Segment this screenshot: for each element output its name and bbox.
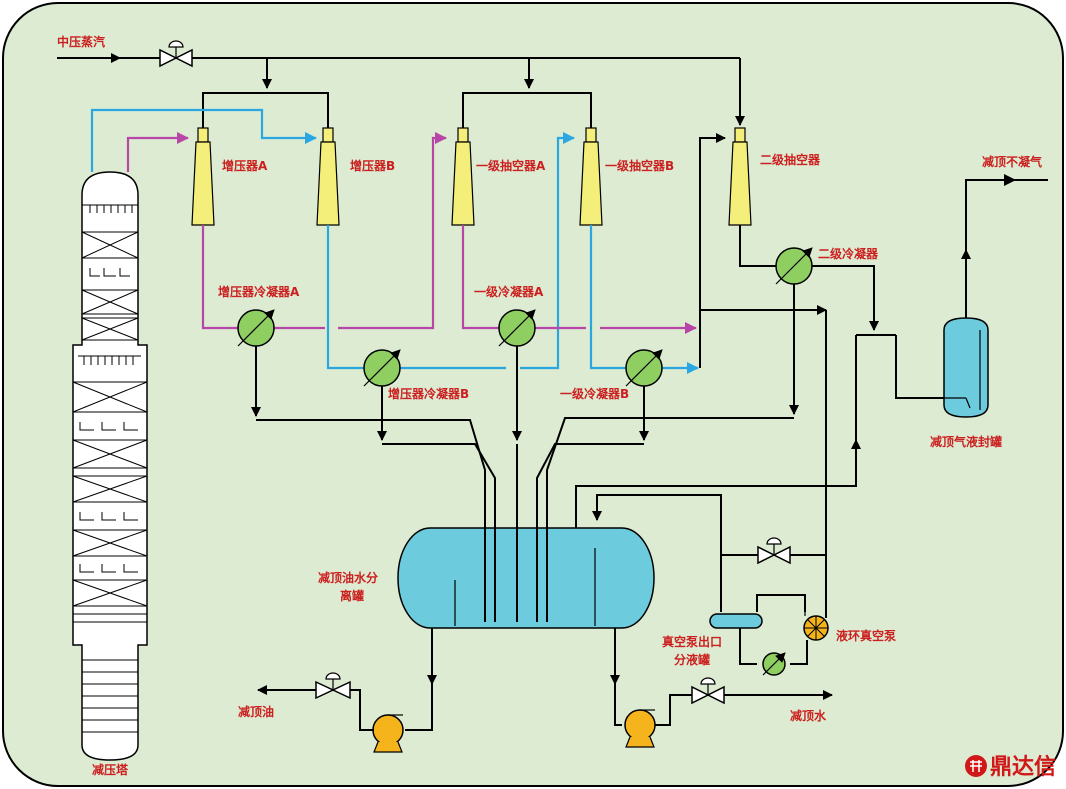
seal-tank-label: 减顶气液封罐 [930, 434, 1002, 449]
booster-b-label: 增压器B [350, 158, 395, 173]
top-oil-label: 减顶油 [238, 704, 274, 719]
ejector2[interactable] [728, 127, 752, 226]
ejector1-a[interactable] [451, 127, 475, 226]
water-pump[interactable] [624, 709, 656, 748]
tower-steam-line [126, 132, 189, 172]
ejector1-a-label: 一级抽空器A [476, 158, 546, 173]
water-valve[interactable] [691, 677, 725, 705]
ejector1-b-outlet [589, 225, 626, 370]
booster-a-label: 增压器A [222, 158, 268, 173]
booster-a-outlet [201, 225, 238, 330]
pump-separator-label-1: 真空泵出口 [662, 634, 722, 649]
booster-condenser-b[interactable] [363, 349, 401, 387]
separator-label-1: 减顶油水分 [318, 570, 378, 585]
condenser2-label: 二级冷凝器 [818, 246, 879, 261]
condenser1-b-label: 一级冷凝器B [560, 386, 629, 401]
liquid-ring-pump-lines [575, 310, 861, 665]
ejector1-b[interactable] [579, 127, 603, 226]
condenser2[interactable] [775, 247, 813, 285]
seal-tank[interactable] [943, 317, 989, 418]
ejector1-a-outlet [461, 225, 499, 330]
offgas-label: 减顶不凝气 [982, 154, 1042, 169]
oil-water-separator[interactable] [397, 527, 655, 629]
steam-label: 中压蒸汽 [57, 34, 105, 49]
condenser1-b[interactable] [625, 349, 663, 387]
condenser1-a[interactable] [498, 309, 536, 347]
top-water-label: 减顶水 [790, 708, 827, 723]
booster-condenser-a-label: 增压器冷凝器A [218, 284, 300, 299]
oil-pump[interactable] [372, 714, 404, 753]
vacuum-tower[interactable] [72, 171, 148, 761]
ejector2-label: 二级抽空器 [760, 152, 821, 167]
tower-vapor-line [90, 108, 317, 172]
ring-pump-label: 液环真空泵 [836, 628, 896, 643]
pump-outlet-separator[interactable] [709, 613, 763, 629]
booster-b-ejector[interactable] [316, 127, 340, 226]
booster-condenser-b-label: 增压器冷凝器B [388, 386, 469, 401]
pump-bypass-valve[interactable] [757, 537, 791, 565]
booster-a-ejector[interactable] [191, 127, 215, 226]
watermark-text: 鼎达信 [990, 754, 1056, 780]
ejector1-b-label: 一级抽空器B [605, 158, 674, 173]
dingdaxin-logo [965, 755, 987, 777]
separator-label-2: 离罐 [340, 588, 364, 603]
liquid-ring-vacuum-pump[interactable] [803, 608, 829, 641]
booster-b-outlet [326, 225, 364, 370]
condenser1-a-label: 一级冷凝器A [474, 284, 544, 299]
tower-label: 减压塔 [92, 762, 129, 777]
oil-valve[interactable] [315, 672, 351, 700]
pump-cooler[interactable] [762, 652, 786, 676]
steam-valve[interactable] [159, 40, 193, 68]
pump-separator-label-2: 分液罐 [674, 652, 710, 667]
booster-condenser-a[interactable] [237, 309, 275, 347]
